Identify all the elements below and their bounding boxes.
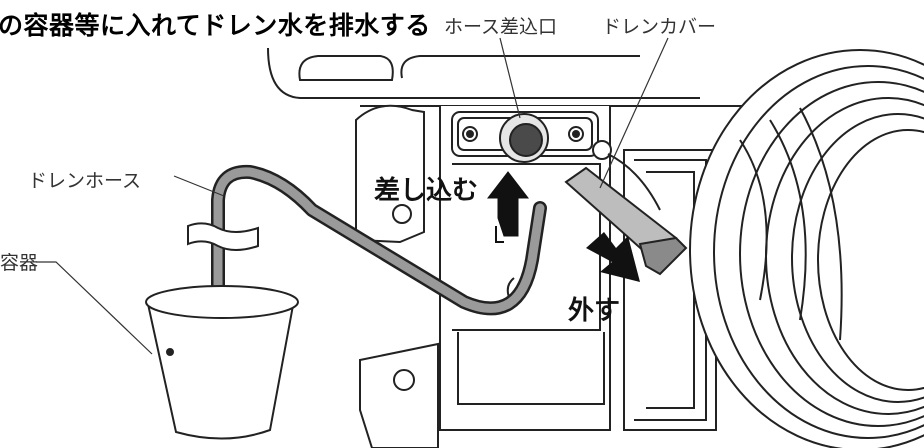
- hose-break-symbol: [187, 222, 259, 251]
- fan-coil: [689, 49, 924, 448]
- drain-cover-label: ドレンカバー: [602, 16, 717, 38]
- hose-port-label: ホース差込口: [444, 16, 558, 38]
- insert-action-label: 差し込む: [374, 176, 479, 206]
- drain-hose: [211, 164, 547, 316]
- drain-hose-label: ドレンホース: [28, 170, 142, 192]
- insert-arrow: [486, 171, 530, 243]
- container-bucket: [145, 285, 299, 440]
- container-label: 容器: [0, 252, 39, 274]
- remove-action-label: 外す: [568, 296, 621, 326]
- lower-bracket: [359, 342, 439, 448]
- hose-port-knob: [499, 113, 549, 163]
- leader-lines: [36, 37, 669, 355]
- side-bracket: [355, 104, 425, 244]
- page-title: の容器等に入れてドレン水を排水する: [0, 11, 431, 40]
- remove-arrow: [586, 232, 640, 282]
